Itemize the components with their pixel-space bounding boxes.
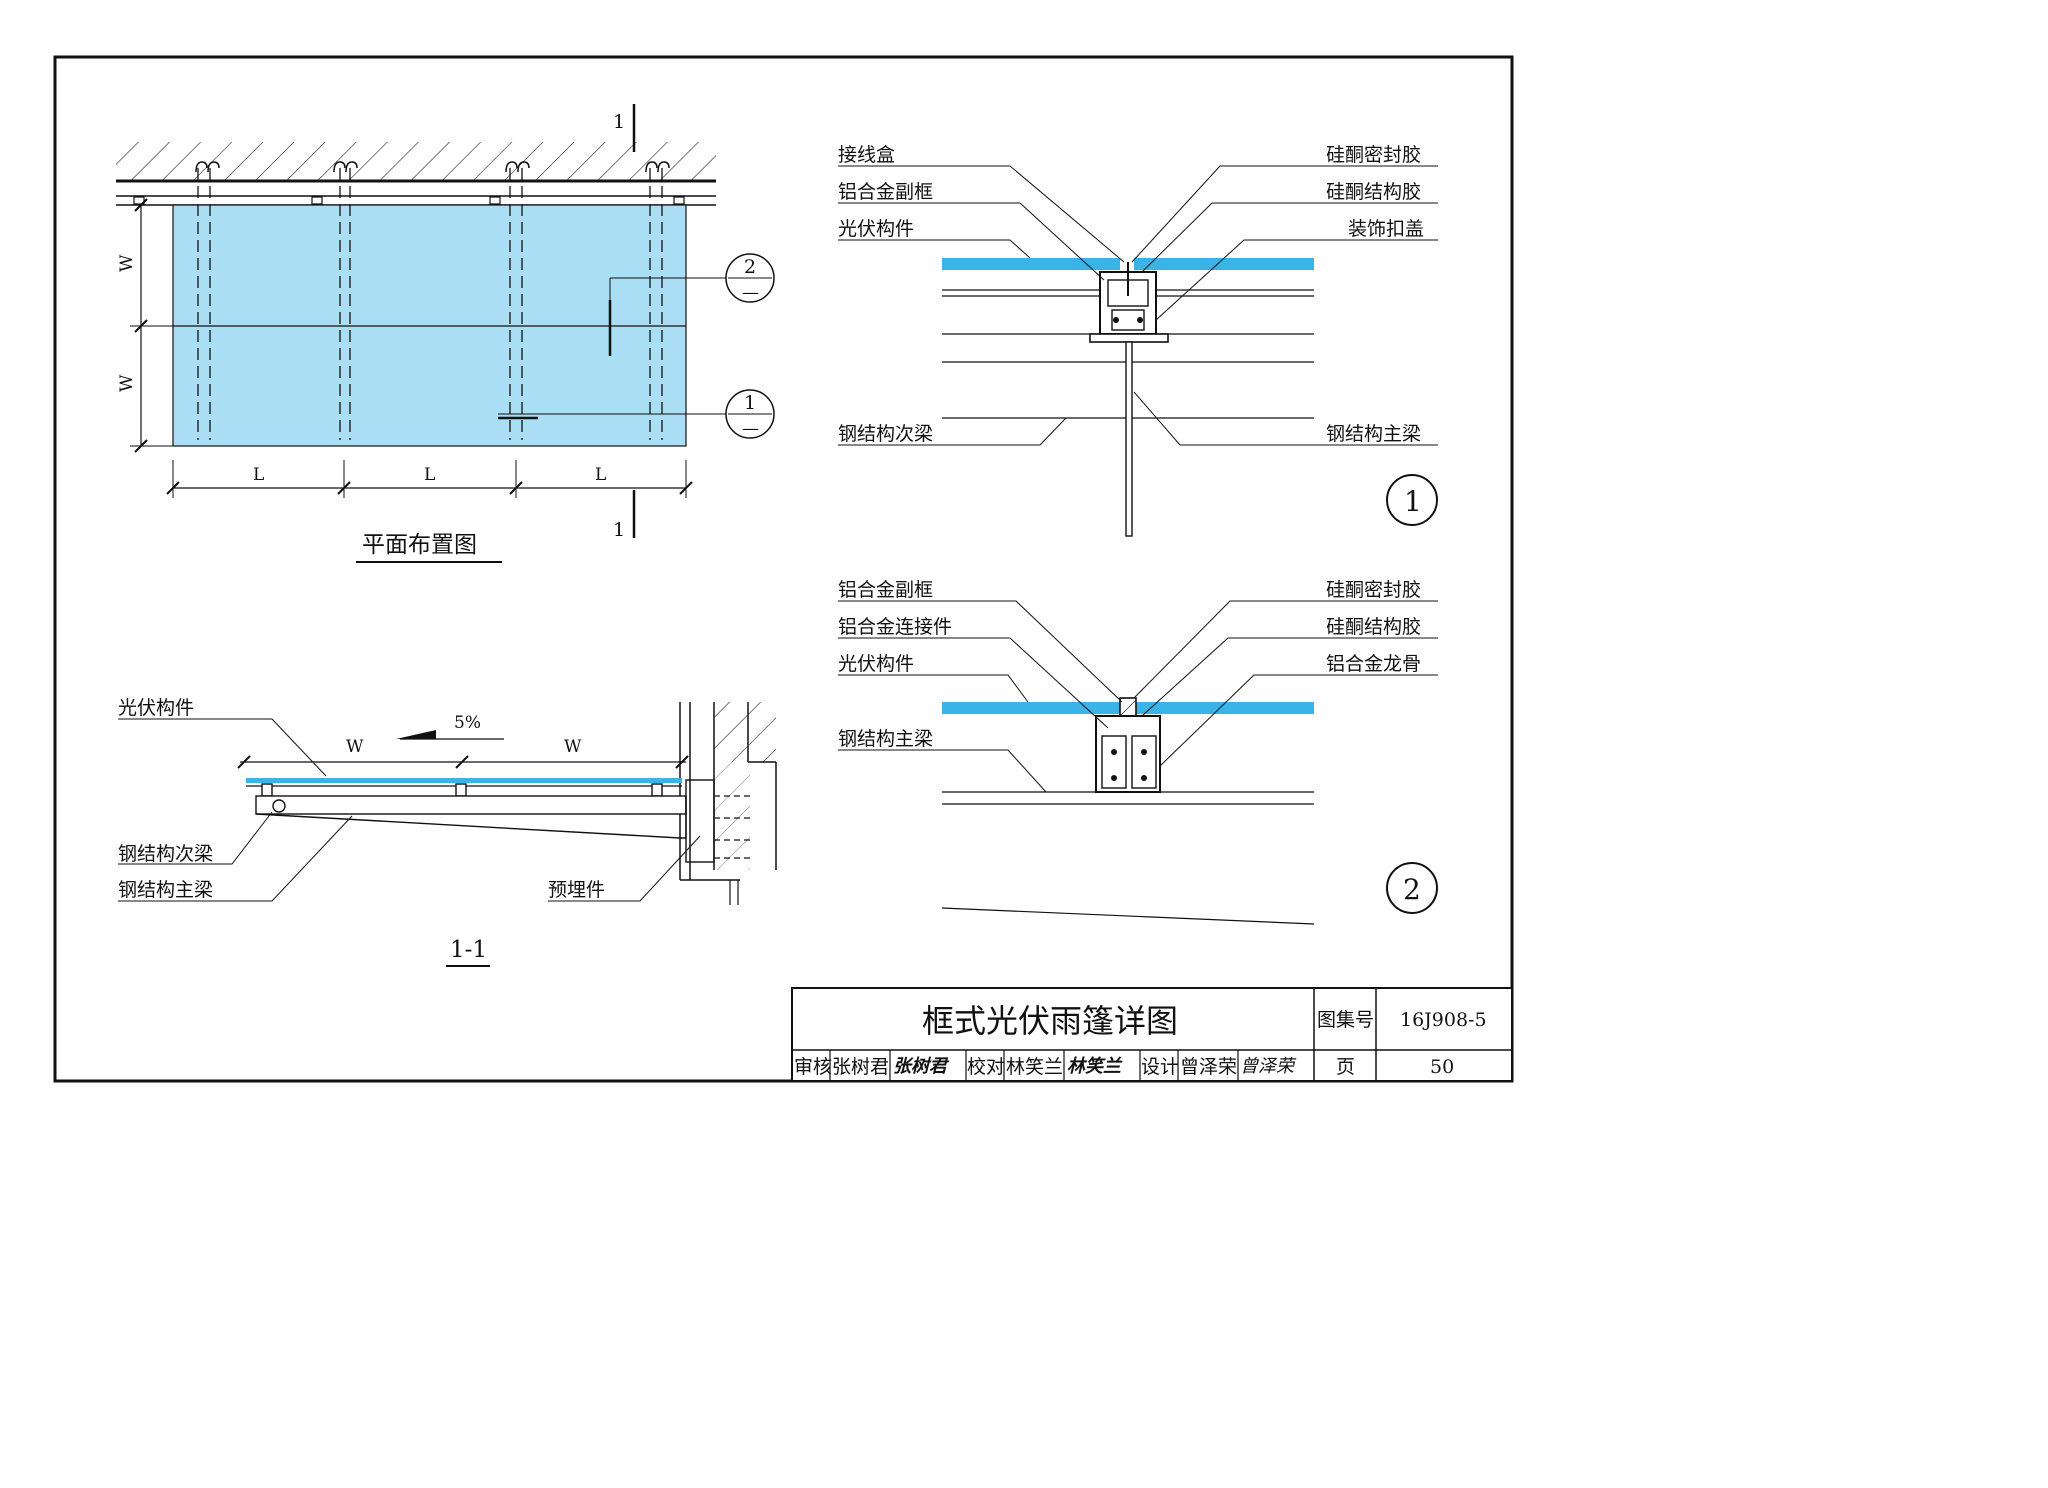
detail2-number: 2 xyxy=(1403,873,1421,906)
sheet-border xyxy=(53,55,1514,1083)
section-dim-w-1: W xyxy=(346,737,364,757)
detail2-label-left-1: 铝合金连接件 xyxy=(838,616,952,638)
detail2-pv-right xyxy=(1136,702,1314,714)
detail2-label-right-1: 硅酮结构胶 xyxy=(1326,616,1421,638)
callout-2-sheet: — xyxy=(742,283,759,303)
design-label: 设计 xyxy=(1141,1056,1179,1078)
plan-view: 1 1 W W L L L 2 — xyxy=(116,104,775,563)
plan-section-mark-top: 1 xyxy=(613,111,625,133)
page-label: 页 xyxy=(1336,1056,1355,1078)
detail1-label-left-3: 钢结构次梁 xyxy=(838,423,933,445)
detail1-label-left-2: 光伏构件 xyxy=(838,218,914,240)
detail1-label-left-0: 接线盒 xyxy=(838,144,895,166)
check-label: 校对 xyxy=(967,1056,1005,1078)
detail1-number-circle xyxy=(1386,474,1438,526)
page-number: 50 xyxy=(1430,1056,1454,1078)
review-signature: 张树君 xyxy=(893,1056,950,1077)
detail1-number: 1 xyxy=(1404,485,1422,518)
detail-1: 接线盒 铝合金副框 光伏构件 钢结构次梁 硅酮密封胶 硅酮结构胶 装饰扣盖 钢结… xyxy=(838,144,1438,537)
plan-dim-w-2: W xyxy=(117,374,137,392)
section-label-embedded: 预埋件 xyxy=(548,879,605,901)
detail2-label-left-2: 光伏构件 xyxy=(838,653,914,675)
detail1-pv-right xyxy=(1134,258,1314,270)
check-name: 林笑兰 xyxy=(1006,1056,1063,1078)
section-label-pv: 光伏构件 xyxy=(118,697,194,719)
section-label-secondary-beam: 钢结构次梁 xyxy=(118,843,213,865)
design-signature: 曾泽荣 xyxy=(1240,1056,1297,1077)
drawing-title: 框式光伏雨篷详图 xyxy=(922,1002,1178,1040)
title-block: 框式光伏雨篷详图 图集号 16J908-5 页 50 审核 张树君 张树君 校对… xyxy=(791,987,1513,1082)
review-label: 审核 xyxy=(794,1056,832,1078)
plan-title: 平面布置图 xyxy=(362,532,477,558)
check-signature: 林笑兰 xyxy=(1067,1056,1123,1077)
detail1-label-left-1: 铝合金副框 xyxy=(838,181,933,203)
design-name: 曾泽荣 xyxy=(1180,1056,1237,1078)
wall-hatch xyxy=(116,142,716,180)
atlas-label: 图集号 xyxy=(1317,1009,1374,1031)
plan-dim-w-1: W xyxy=(117,254,137,272)
detail2-label-left-3: 钢结构主梁 xyxy=(838,728,933,750)
callout-2-number: 2 xyxy=(744,256,756,278)
plan-dim-l-3: L xyxy=(595,465,606,485)
section-title: 1-1 xyxy=(450,937,487,963)
section-dim-w-2: W xyxy=(564,737,582,757)
detail-2: 铝合金副框 铝合金连接件 光伏构件 钢结构主梁 硅酮密封胶 硅酮结构胶 铝合金龙… xyxy=(838,579,1438,925)
detail1-label-right-1: 硅酮结构胶 xyxy=(1326,181,1421,203)
review-name: 张树君 xyxy=(832,1056,889,1078)
detail2-label-right-0: 硅酮密封胶 xyxy=(1326,579,1421,601)
detail2-label-right-2: 铝合金龙骨 xyxy=(1326,653,1421,675)
plan-dim-l-1: L xyxy=(253,465,264,485)
detail2-label-left-0: 铝合金副框 xyxy=(838,579,933,601)
callout-1-sheet: — xyxy=(742,419,759,439)
section-label-main-beam: 钢结构主梁 xyxy=(118,879,213,901)
detail1-label-right-2: 装饰扣盖 xyxy=(1348,218,1424,240)
plan-dim-l-2: L xyxy=(424,465,435,485)
detail2-pv-left xyxy=(942,702,1120,714)
detail1-label-right-3: 钢结构主梁 xyxy=(1326,423,1421,445)
section-1-1: W W 5% 光伏构件 钢结构次梁 钢结构主梁 预埋件 1-1 xyxy=(118,697,777,967)
detail2-number-circle xyxy=(1386,862,1438,914)
section-wall-hatch xyxy=(714,702,776,762)
callout-1-number: 1 xyxy=(744,392,756,414)
detail1-pv-left xyxy=(942,258,1120,270)
plan-section-mark-bottom: 1 xyxy=(613,519,625,541)
atlas-number: 16J908-5 xyxy=(1400,1009,1487,1031)
detail1-label-right-0: 硅酮密封胶 xyxy=(1326,144,1421,166)
section-pv-panel xyxy=(246,778,682,783)
drawing-sheet: 1 1 W W L L L 2 — xyxy=(53,55,1514,1083)
section-slope: 5% xyxy=(454,713,481,733)
